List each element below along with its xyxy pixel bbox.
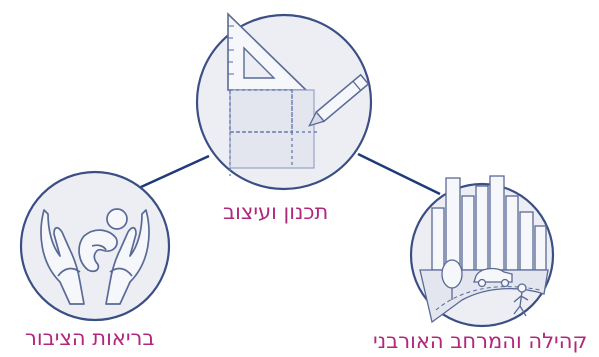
health-label: בריאות הציבור bbox=[25, 328, 155, 349]
urban-label: קהילה והמרחב האורבני bbox=[373, 331, 587, 352]
connector-design-health bbox=[130, 156, 209, 192]
connector-design-urban bbox=[358, 154, 440, 194]
health-node bbox=[21, 172, 169, 320]
design-label: תכנון ועיצוב bbox=[223, 202, 328, 223]
design-node bbox=[197, 14, 371, 189]
urban-node bbox=[411, 176, 553, 326]
